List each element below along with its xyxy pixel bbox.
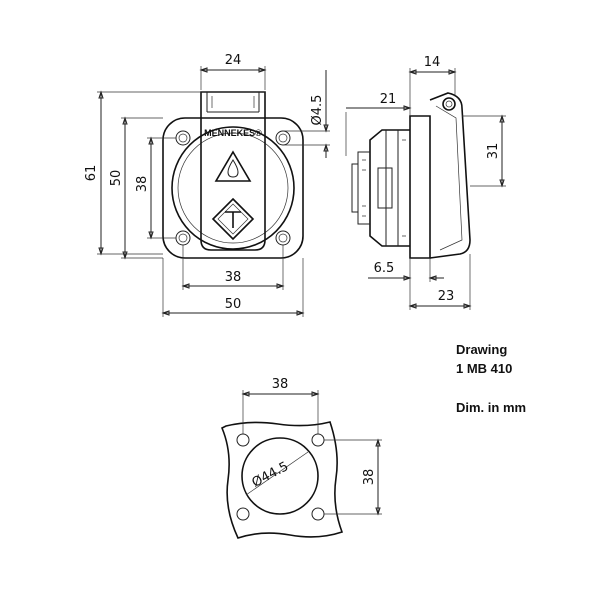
side-lid-inner: [435, 105, 463, 251]
dim-cap-width: 14: [408, 55, 457, 116]
earth-diamond-inner: [217, 203, 249, 235]
svg-text:Ø4.5: Ø4.5: [310, 95, 325, 126]
dim-cutout-spacing-v: 38: [324, 438, 382, 516]
cutout-hole-bl: [236, 507, 250, 521]
front-lid-top-tab: [211, 96, 255, 108]
svg-text:38: 38: [272, 377, 289, 392]
svg-text:38: 38: [135, 176, 150, 193]
front-hole-bl: [175, 230, 191, 246]
front-lid-hinge: [201, 91, 265, 113]
svg-text:24: 24: [225, 53, 242, 68]
earth-diamond-icon: [211, 197, 255, 241]
svg-text:14: 14: [424, 55, 441, 70]
warning-drop-icon: [227, 159, 239, 178]
cutout-hole-tr: [311, 433, 325, 447]
dim-depth-front: 21: [345, 92, 412, 156]
side-rear-ribs: [362, 139, 406, 237]
dim-total-height: 61: [84, 90, 201, 256]
earth-t-icon: [225, 211, 241, 228]
dim-total-depth: 23: [408, 254, 472, 310]
svg-text:50: 50: [225, 297, 242, 312]
side-hinge-pin: [445, 100, 453, 108]
side-flange: [409, 115, 431, 259]
svg-text:38: 38: [362, 469, 377, 486]
svg-text:21: 21: [380, 92, 397, 107]
cutout-panel-outline: [220, 421, 344, 539]
drawing-label: Drawing: [456, 342, 508, 357]
svg-text:31: 31: [486, 143, 501, 160]
side-view: 14 21 31 6.5: [345, 55, 506, 310]
svg-text:6.5: 6.5: [374, 261, 395, 276]
svg-text:61: 61: [84, 165, 99, 182]
cutout-view: Ø44.5 38 38: [220, 377, 382, 539]
svg-text:38: 38: [225, 270, 242, 285]
front-hole-bl-inner: [178, 233, 188, 243]
front-hole-tr: [275, 130, 291, 146]
front-hole-br: [275, 230, 291, 246]
cutout-diameter-label: Ø44.5: [250, 459, 292, 491]
front-flange: [162, 117, 304, 259]
front-socket-body: [171, 126, 295, 250]
front-hole-tr-inner: [278, 133, 288, 143]
warning-triangle-icon: [214, 150, 252, 182]
units-note: Dim. in mm: [456, 400, 527, 415]
dim-hole-diameter: Ø4.5: [283, 70, 330, 158]
svg-text:23: 23: [438, 289, 455, 304]
front-hole-tl: [175, 130, 191, 146]
dim-height-right: 31: [462, 114, 506, 188]
cutout-hole-tl: [236, 433, 250, 447]
front-brand-label: MENNEKES®: [204, 128, 262, 138]
dim-flange-width: 50: [161, 258, 305, 317]
dim-flange-thickness: 6.5: [368, 258, 444, 282]
front-hole-br-inner: [278, 233, 288, 243]
dim-hole-spacing-v: 38: [135, 136, 176, 240]
side-hinge-icon: [442, 97, 456, 111]
dim-flange-height: 50: [109, 116, 163, 260]
cutout-hole: [241, 437, 319, 515]
side-lid: [429, 92, 471, 259]
cutout-hole-br: [311, 507, 325, 521]
side-rear-steps: [351, 130, 399, 246]
svg-text:50: 50: [109, 170, 124, 187]
dim-top-width: 24: [199, 53, 267, 90]
drawing-number: 1 MB 410: [456, 361, 513, 376]
dim-hole-spacing-h: 38: [181, 245, 285, 290]
front-view: MENNEKES® 24 Ø4.5: [84, 53, 330, 317]
dim-cutout-spacing-h: 38: [241, 377, 320, 434]
side-rear-body: [369, 129, 410, 247]
front-hole-tl-inner: [178, 133, 188, 143]
front-socket-rim: [177, 132, 289, 244]
front-lid: [200, 91, 266, 251]
